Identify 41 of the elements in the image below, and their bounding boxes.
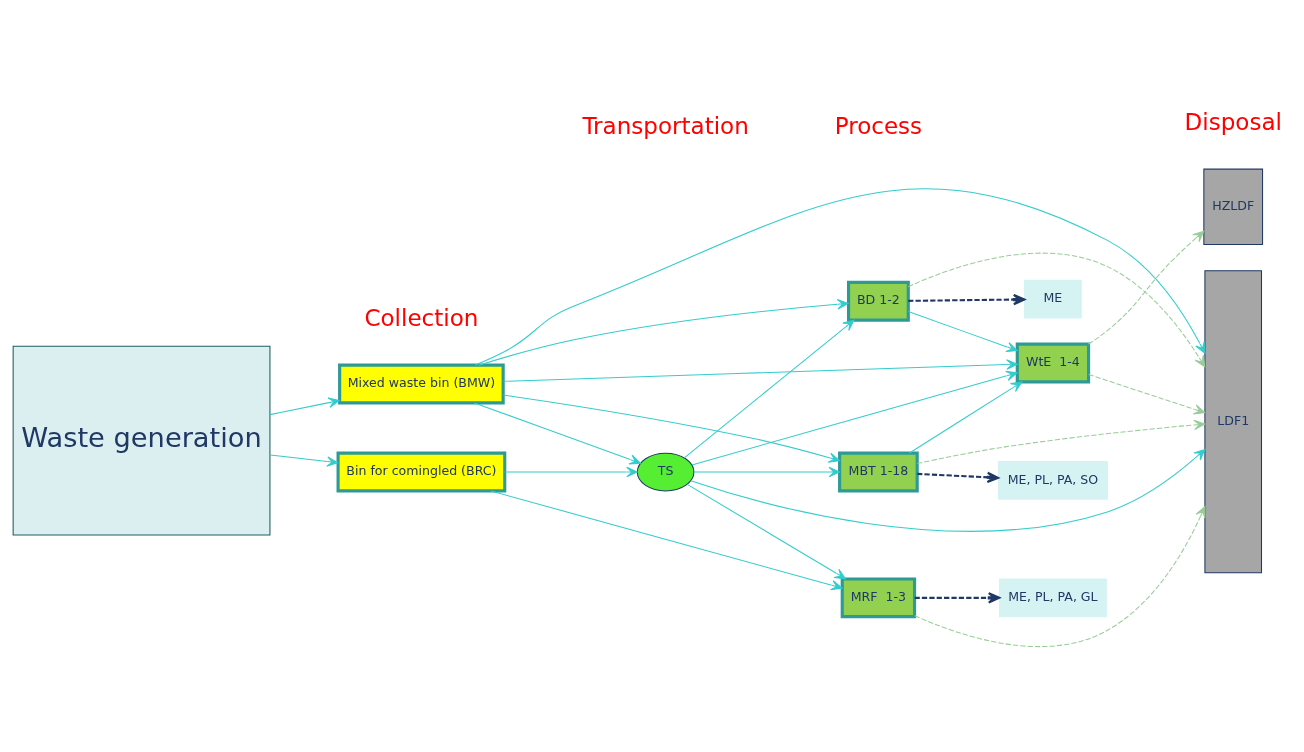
arrow xyxy=(914,506,1206,648)
node-box: MRF 1-3 xyxy=(840,577,917,619)
node-box: WtE 1-4 xyxy=(1015,342,1091,384)
arrow xyxy=(1088,373,1206,415)
node-box: Waste generation xyxy=(12,345,271,536)
arrow xyxy=(502,394,841,463)
arrow xyxy=(490,490,843,591)
node-box: HZLDF xyxy=(1203,168,1264,246)
node-box: ME, PL, PA, SO xyxy=(997,461,1108,500)
arrow xyxy=(914,592,1001,604)
arrow xyxy=(691,370,1018,466)
arrow xyxy=(504,466,638,478)
arrow xyxy=(478,299,849,366)
arrow xyxy=(908,293,1026,306)
arrow xyxy=(1087,230,1205,345)
node-ellipse: TS xyxy=(636,452,695,492)
arrow xyxy=(908,381,1023,454)
arrow xyxy=(269,454,339,467)
node-box: ME xyxy=(1024,279,1082,319)
arrow xyxy=(474,188,1206,366)
arrow xyxy=(907,252,1206,368)
arrow xyxy=(683,319,855,459)
arrow xyxy=(686,483,846,580)
arrow xyxy=(473,402,641,465)
arrow xyxy=(907,311,1018,353)
node-box: LDF1 xyxy=(1204,270,1263,574)
arrow xyxy=(916,419,1206,464)
arrow xyxy=(502,359,1018,382)
label: Collection xyxy=(364,304,479,331)
node-box: Bin for comingled (BRC) xyxy=(336,451,507,493)
label: Process xyxy=(834,113,923,140)
node-box: ME, PL, PA, GL xyxy=(998,578,1107,618)
label: Transportation xyxy=(582,113,749,140)
arrow xyxy=(269,397,340,416)
node-box: BD 1-2 xyxy=(846,280,910,322)
arrow xyxy=(690,448,1206,532)
arrow xyxy=(693,466,840,478)
arrow xyxy=(917,471,1000,484)
node-box: MBT 1-18 xyxy=(838,451,919,493)
node-box: Mixed waste bin (BMW) xyxy=(338,363,505,405)
label: Disposal xyxy=(1184,108,1282,135)
